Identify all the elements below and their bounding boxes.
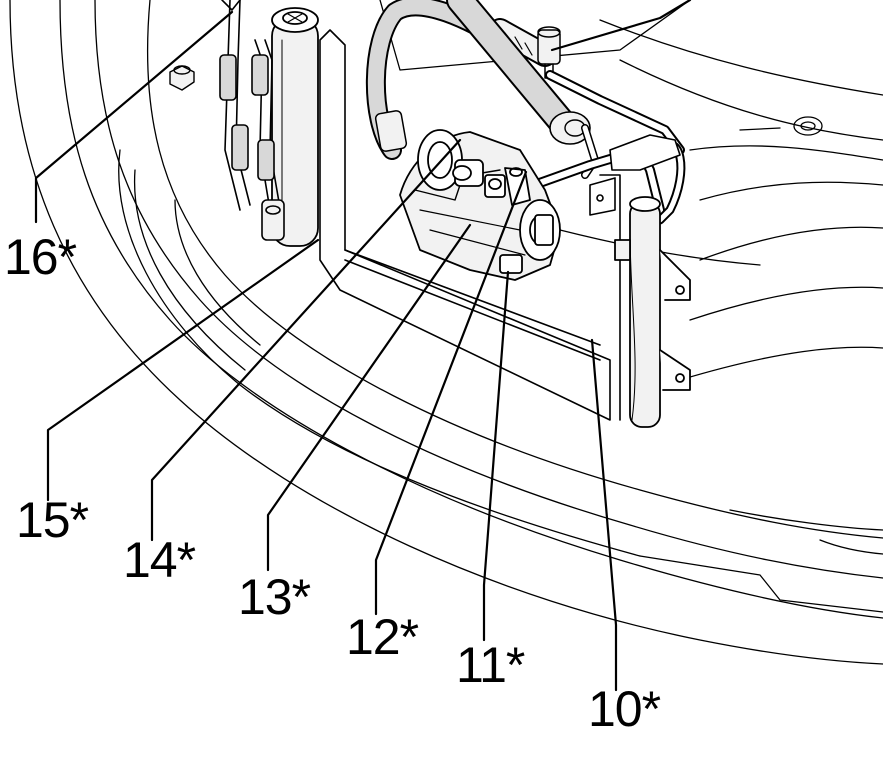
leader-15 — [46, 238, 320, 502]
condenser-side-tank — [614, 196, 691, 428]
callout-10: 10* — [588, 681, 661, 737]
leader-11 — [482, 270, 510, 642]
callout-12: 12* — [346, 609, 419, 665]
leader-13 — [266, 223, 472, 572]
callout-16: 16* — [4, 229, 77, 285]
condenser-10 — [319, 29, 621, 421]
callout-15: 15* — [16, 492, 89, 548]
suction-pipe — [446, 0, 599, 179]
leader-lines — [34, 0, 692, 692]
hose-16 — [219, 0, 285, 241]
leader-10 — [590, 338, 618, 692]
leader-12 — [374, 170, 528, 616]
mounting-bracket — [589, 134, 681, 216]
callout-11: 11* — [456, 637, 525, 693]
receiver-drier-15 — [271, 7, 319, 247]
leader-top — [550, 0, 692, 52]
callout-13: 13* — [238, 569, 311, 625]
fitting-left — [169, 65, 195, 91]
body-panel — [9, 0, 883, 665]
leader-14 — [150, 138, 462, 542]
compressor — [399, 129, 561, 281]
callout-14: 14* — [123, 532, 196, 588]
leader-16 — [34, 10, 234, 224]
